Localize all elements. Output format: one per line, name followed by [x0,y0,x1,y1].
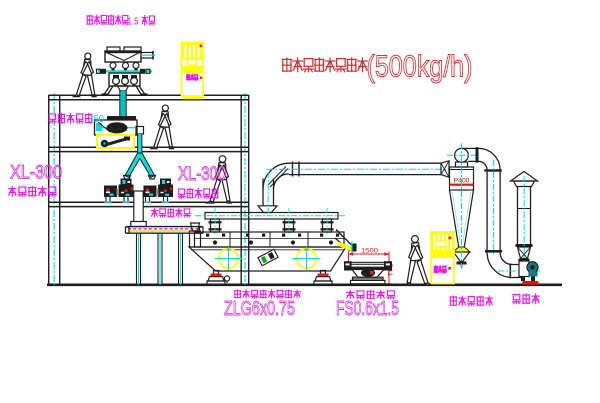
svg-text:XL-300: XL-300 [10,162,62,184]
svg-text:1500: 1500 [361,248,378,255]
svg-text:(500kg/h): (500kg/h) [367,49,473,84]
svg-text:1.5: 1.5 [128,16,139,28]
svg-text:FS0.6x1.5: FS0.6x1.5 [336,297,399,320]
svg-text:350: 350 [88,113,104,125]
svg-text:ZLG6x0.75: ZLG6x0.75 [224,297,295,320]
svg-text:XL-300: XL-300 [178,163,226,185]
